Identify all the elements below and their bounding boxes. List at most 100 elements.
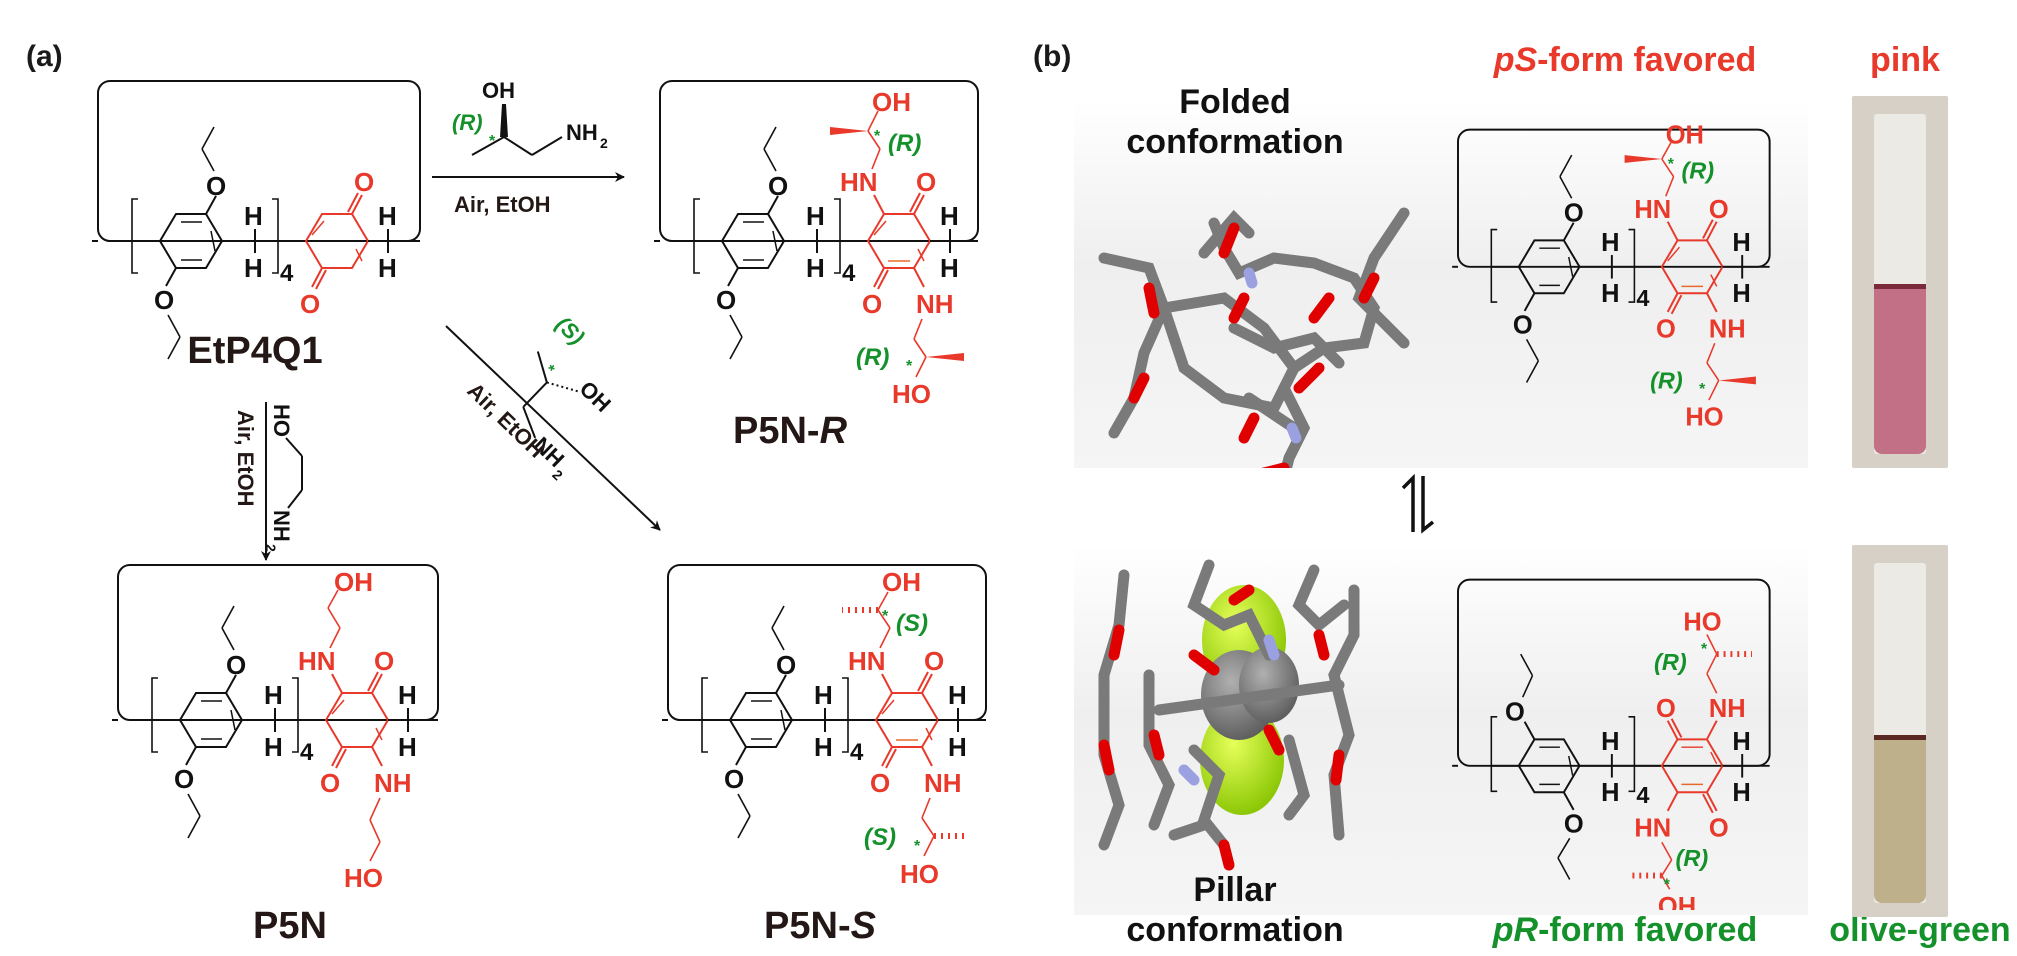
bond-stroke bbox=[881, 746, 893, 767]
atom-label: H bbox=[814, 732, 833, 762]
bond-stroke bbox=[1198, 209, 1255, 259]
bond-stroke bbox=[329, 627, 341, 649]
atom-label: O bbox=[1709, 196, 1729, 224]
atom-label: HN bbox=[848, 646, 886, 676]
bond-stroke bbox=[1098, 739, 1115, 776]
atom-label: H bbox=[378, 253, 397, 283]
structure-pr-form: O O H H 4 O O NH HO * (R) bbox=[1452, 578, 1771, 910]
atom-label: H bbox=[806, 201, 825, 231]
bond-stroke bbox=[1143, 282, 1160, 319]
atom-label: H bbox=[806, 253, 825, 283]
bond-stroke bbox=[371, 746, 383, 767]
bond-stroke bbox=[1710, 751, 1718, 765]
bond-stroke bbox=[1523, 292, 1536, 312]
bond-stroke bbox=[287, 489, 303, 509]
atom-label: O bbox=[354, 167, 374, 197]
bond-stroke bbox=[1666, 720, 1679, 740]
bond-stroke bbox=[1628, 228, 1636, 303]
bond-stroke bbox=[1421, 476, 1435, 534]
atom-label: O bbox=[1513, 311, 1533, 339]
bond-stroke bbox=[531, 136, 563, 156]
bond-stroke bbox=[1525, 338, 1540, 362]
bond-stroke bbox=[915, 356, 927, 378]
conditions-diagonal: Air, EtOH bbox=[463, 378, 550, 463]
atom-label: HN bbox=[1634, 196, 1671, 224]
meniscus bbox=[1874, 284, 1926, 289]
bond-stroke bbox=[867, 130, 881, 150]
folded-conformation-model bbox=[1098, 207, 1410, 468]
bond-stroke bbox=[1661, 140, 1673, 160]
bond-stroke bbox=[327, 607, 341, 629]
olive-green-label: olive-green bbox=[1829, 911, 2011, 949]
panel-a-label: (a) bbox=[26, 40, 63, 73]
bond-stroke bbox=[873, 220, 887, 236]
bond-stroke bbox=[331, 746, 343, 767]
bond-stroke bbox=[1401, 473, 1415, 532]
atom-label: (S) bbox=[551, 311, 589, 349]
structure-group bbox=[1098, 584, 1345, 871]
atom-label: O bbox=[768, 171, 788, 201]
bond-stroke bbox=[375, 727, 383, 741]
bond-stroke bbox=[701, 677, 708, 753]
bond-stroke bbox=[230, 709, 236, 731]
bond-stroke bbox=[913, 194, 925, 215]
atom-label: H bbox=[1732, 229, 1750, 257]
folded-panel-background bbox=[1074, 98, 1808, 468]
reagent-r-aminopropanol: OH NH 2 (R) * bbox=[452, 78, 608, 156]
atom-label: (R) bbox=[1676, 845, 1709, 871]
atom-label: O bbox=[300, 289, 320, 319]
bond-stroke bbox=[1490, 228, 1498, 303]
atom-label: O bbox=[916, 167, 936, 197]
bond-stroke bbox=[1108, 624, 1125, 661]
atom-label: O bbox=[174, 764, 194, 794]
bond-stroke bbox=[1661, 859, 1673, 876]
atom-label: O bbox=[870, 768, 890, 798]
bond-stroke bbox=[225, 674, 237, 694]
bond-stroke bbox=[775, 674, 787, 694]
atom-label: 4 bbox=[300, 739, 314, 766]
bond-stroke bbox=[1188, 744, 1230, 851]
bond-stroke bbox=[913, 318, 923, 340]
atom-label: O bbox=[374, 646, 394, 676]
bond-stroke bbox=[355, 248, 363, 262]
atom-label: H bbox=[398, 680, 417, 710]
bond-stroke bbox=[1666, 221, 1679, 241]
atom-label: * bbox=[1699, 381, 1706, 398]
bond-stroke bbox=[871, 148, 881, 170]
bond-stroke bbox=[1702, 793, 1714, 814]
atom-label: O bbox=[924, 646, 944, 676]
label-p5n-s: P5N-S bbox=[764, 905, 876, 947]
bond-stroke bbox=[1562, 791, 1575, 811]
bond-stroke bbox=[210, 230, 216, 252]
atom-label: HN bbox=[298, 646, 336, 676]
bond-stroke bbox=[1559, 176, 1573, 199]
bond-stroke bbox=[1243, 267, 1258, 289]
bond-stroke bbox=[1628, 716, 1636, 793]
bond-stroke bbox=[767, 195, 779, 215]
atom-label: OH bbox=[575, 376, 616, 417]
bond-stroke bbox=[1238, 412, 1260, 444]
reaction-scheme: O O H H 4 O O H H OH NH bbox=[92, 78, 987, 893]
bond-stroke bbox=[834, 198, 841, 274]
bond-stroke bbox=[1706, 634, 1718, 655]
bond-stroke bbox=[347, 192, 359, 213]
atom-label: H bbox=[244, 253, 263, 283]
conditions-vertical: Air, EtOH bbox=[233, 410, 258, 507]
atom-label: HO bbox=[269, 404, 294, 437]
bond-stroke bbox=[1313, 629, 1330, 661]
bond-stroke bbox=[921, 817, 935, 837]
bond-stroke bbox=[729, 336, 743, 360]
atom-label: OH bbox=[482, 78, 515, 103]
bond-stroke bbox=[693, 198, 700, 274]
atom-label: O bbox=[206, 171, 226, 201]
bond-stroke bbox=[1292, 564, 1350, 633]
atom-label: HN bbox=[1634, 814, 1671, 842]
atom-label: H bbox=[940, 201, 959, 231]
pillar-conformation-model bbox=[1098, 559, 1360, 871]
structure-group bbox=[1128, 222, 1380, 468]
bond-stroke bbox=[913, 267, 925, 288]
bond-stroke bbox=[1706, 720, 1718, 740]
bond-stroke bbox=[1521, 675, 1534, 698]
bond-stroke bbox=[201, 126, 215, 150]
bond-stroke bbox=[1286, 422, 1302, 444]
